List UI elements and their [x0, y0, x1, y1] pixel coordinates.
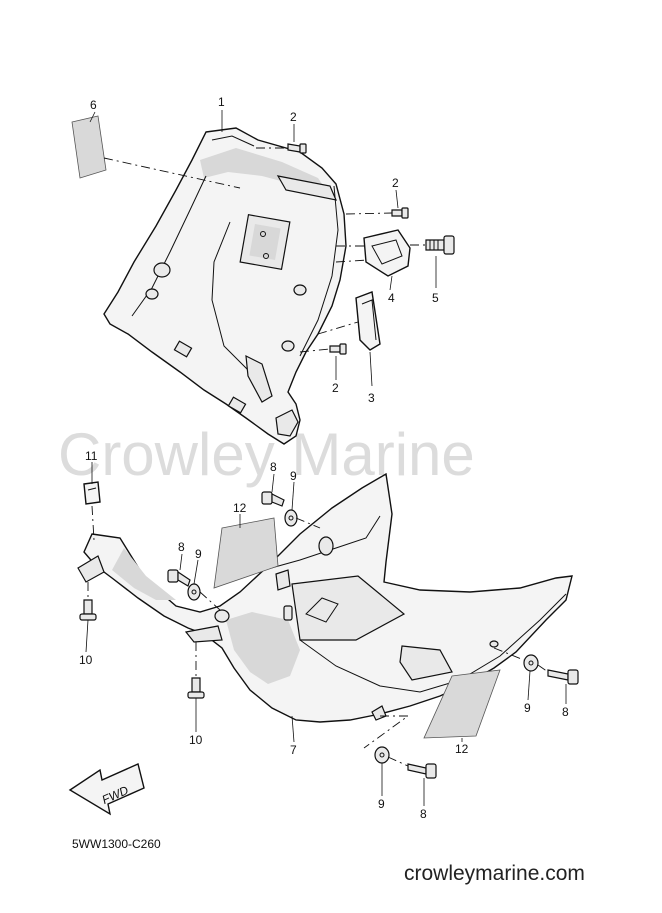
callout-8-bottom: 8	[420, 807, 427, 821]
callout-2-top: 2	[290, 110, 297, 124]
sticker-part-12-left	[213, 517, 279, 589]
callout-8-right: 8	[562, 705, 569, 719]
screw-part-2-middle	[391, 207, 409, 219]
callout-5: 5	[432, 291, 439, 305]
bolt-part-8-upper	[261, 491, 285, 507]
clip-part-3	[355, 291, 381, 351]
bolt-part-8-right	[547, 669, 579, 685]
fwd-arrow-icon: FWD	[68, 763, 145, 816]
washer-part-9-left	[187, 583, 201, 601]
screw-part-10-center	[187, 677, 205, 699]
callout-7: 7	[290, 743, 297, 757]
callout-8-left: 8	[178, 540, 185, 554]
callout-12-right: 12	[455, 742, 469, 756]
leg-shield-part	[103, 127, 347, 445]
bolt-part-8-bottom	[407, 763, 437, 779]
callout-9-bottom: 9	[378, 797, 385, 811]
leader-lines	[85, 110, 567, 806]
callout-9-right: 9	[524, 701, 531, 715]
callout-10-left: 10	[79, 653, 93, 667]
callout-3: 3	[368, 391, 375, 405]
assembly-lines-upper	[103, 147, 426, 353]
sticker-part-6	[71, 115, 107, 179]
callout-12-left: 12	[233, 501, 247, 515]
site-name: crowleymarine.com	[404, 862, 585, 885]
bracket-part-4	[363, 229, 411, 277]
bolt-part-8-left	[167, 569, 191, 587]
sticker-part-12-right	[423, 669, 501, 739]
washer-part-9-upper	[284, 509, 298, 527]
screw-part-2-top	[287, 143, 307, 154]
callout-2-middle: 2	[392, 176, 399, 190]
screw-part-10-left	[79, 599, 97, 621]
callout-6: 6	[90, 98, 97, 112]
washer-part-9-bottom	[374, 746, 390, 764]
bolt-part-5	[425, 235, 455, 255]
screw-part-2-lower	[329, 343, 347, 355]
assembly-lines-lower	[87, 505, 549, 767]
callout-8-upper: 8	[270, 460, 277, 474]
callout-1: 1	[218, 95, 225, 109]
clip-nut-part-11	[83, 481, 101, 505]
callout-9-left: 9	[195, 547, 202, 561]
footrest-board-part	[77, 472, 573, 723]
callout-10-center: 10	[189, 733, 203, 747]
callout-2-lower: 2	[332, 381, 339, 395]
callout-9-upper: 9	[290, 469, 297, 483]
callout-labels: 1 6 2 2 4 5 2 3 11 8 9 12 8 9 10 10 7 9 …	[79, 95, 569, 821]
diagram-code: 5WW1300-C260	[72, 837, 161, 851]
callout-4: 4	[388, 291, 395, 305]
washer-part-9-right	[523, 654, 539, 672]
callout-11: 11	[85, 449, 98, 463]
